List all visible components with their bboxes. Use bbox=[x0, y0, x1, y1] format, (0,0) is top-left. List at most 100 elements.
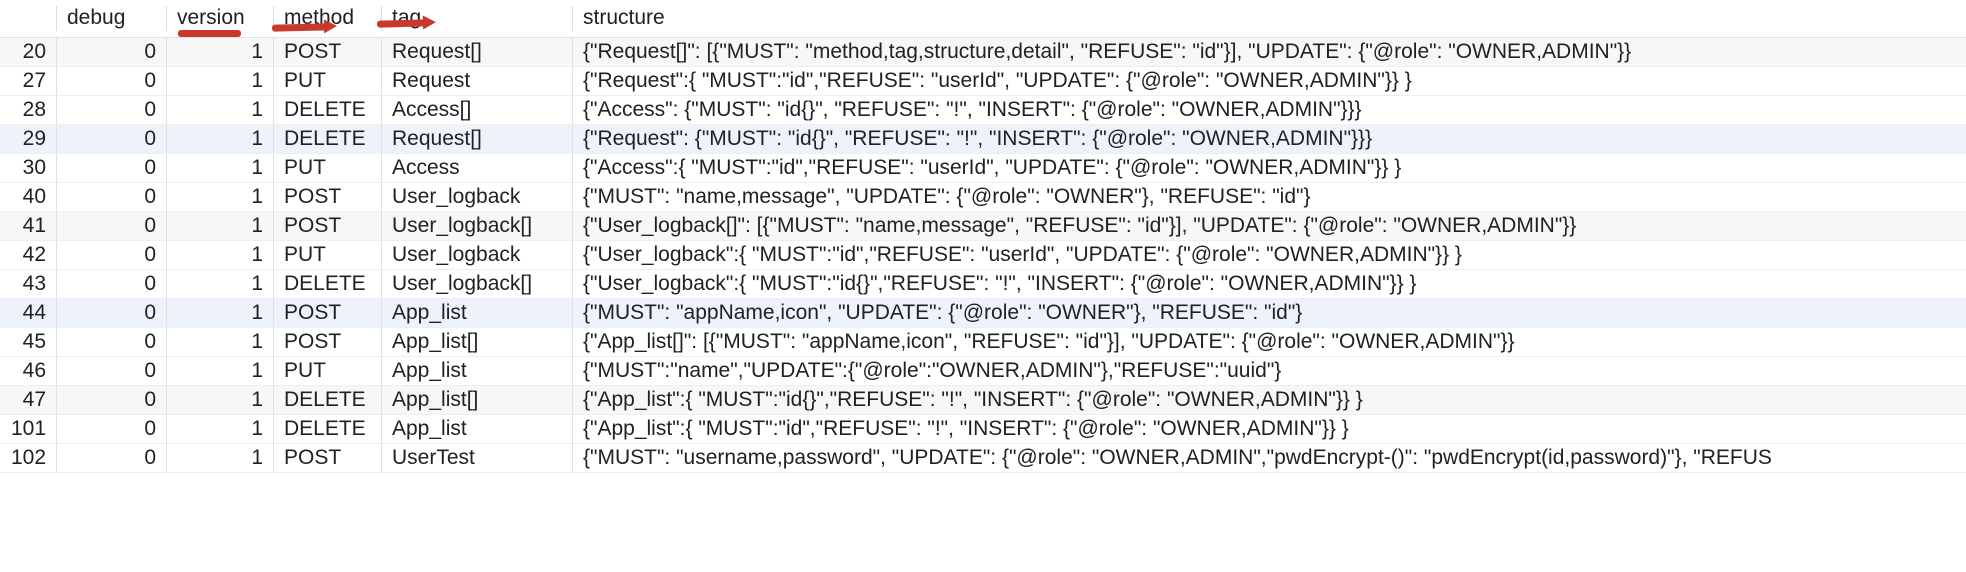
cell-method[interactable]: PUT bbox=[273, 356, 381, 386]
cell-tag[interactable]: User_logback bbox=[381, 182, 572, 212]
cell-structure[interactable]: {"MUST": "name,message", "UPDATE": {"@ro… bbox=[572, 182, 1966, 212]
cell-method[interactable]: DELETE bbox=[273, 414, 381, 444]
cell-structure[interactable]: {"Request":{ "MUST":"id","REFUSE": "user… bbox=[572, 66, 1966, 96]
cell-structure[interactable]: {"User_logback[]": [{"MUST": "name,messa… bbox=[572, 211, 1966, 241]
cell-id[interactable]: 28 bbox=[0, 95, 56, 125]
cell-debug[interactable]: 0 bbox=[56, 443, 166, 473]
cell-id[interactable]: 20 bbox=[0, 37, 56, 67]
cell-structure[interactable]: {"Access":{ "MUST":"id","REFUSE": "userI… bbox=[572, 153, 1966, 183]
cell-method[interactable]: DELETE bbox=[273, 95, 381, 125]
cell-method[interactable]: POST bbox=[273, 443, 381, 473]
cell-structure[interactable]: {"MUST": "appName,icon", "UPDATE": {"@ro… bbox=[572, 298, 1966, 328]
cell-id[interactable]: 46 bbox=[0, 356, 56, 386]
cell-structure[interactable]: {"MUST": "username,password", "UPDATE": … bbox=[572, 443, 1966, 473]
cell-id[interactable]: 47 bbox=[0, 385, 56, 415]
cell-version[interactable]: 1 bbox=[166, 211, 273, 241]
cell-version[interactable]: 1 bbox=[166, 327, 273, 357]
column-header-version[interactable]: version bbox=[166, 0, 273, 38]
cell-id[interactable]: 102 bbox=[0, 443, 56, 473]
cell-id[interactable]: 41 bbox=[0, 211, 56, 241]
cell-structure[interactable]: {"App_list[]": [{"MUST": "appName,icon",… bbox=[572, 327, 1966, 357]
cell-version[interactable]: 1 bbox=[166, 298, 273, 328]
cell-id[interactable]: 29 bbox=[0, 124, 56, 154]
cell-version[interactable]: 1 bbox=[166, 414, 273, 444]
cell-debug[interactable]: 0 bbox=[56, 95, 166, 125]
cell-tag[interactable]: App_list[] bbox=[381, 385, 572, 415]
cell-method[interactable]: POST bbox=[273, 37, 381, 67]
cell-id[interactable]: 42 bbox=[0, 240, 56, 270]
cell-tag[interactable]: User_logback[] bbox=[381, 211, 572, 241]
cell-version[interactable]: 1 bbox=[166, 385, 273, 415]
cell-tag[interactable]: App_list[] bbox=[381, 327, 572, 357]
cell-method[interactable]: PUT bbox=[273, 240, 381, 270]
cell-structure[interactable]: {"App_list":{ "MUST":"id{}","REFUSE": "!… bbox=[572, 385, 1966, 415]
cell-debug[interactable]: 0 bbox=[56, 182, 166, 212]
column-header-structure[interactable]: structure bbox=[572, 0, 1966, 38]
cell-version[interactable]: 1 bbox=[166, 182, 273, 212]
cell-tag[interactable]: User_logback[] bbox=[381, 269, 572, 299]
cell-tag[interactable]: App_list bbox=[381, 298, 572, 328]
cell-debug[interactable]: 0 bbox=[56, 124, 166, 154]
cell-tag[interactable]: App_list bbox=[381, 356, 572, 386]
cell-structure[interactable]: {"User_logback":{ "MUST":"id{}","REFUSE"… bbox=[572, 269, 1966, 299]
cell-version[interactable]: 1 bbox=[166, 153, 273, 183]
cell-debug[interactable]: 0 bbox=[56, 385, 166, 415]
cell-debug[interactable]: 0 bbox=[56, 327, 166, 357]
cell-debug[interactable]: 0 bbox=[56, 356, 166, 386]
cell-version[interactable]: 1 bbox=[166, 124, 273, 154]
cell-debug[interactable]: 0 bbox=[56, 153, 166, 183]
column-header-debug[interactable]: debug bbox=[56, 0, 166, 38]
cell-id[interactable]: 101 bbox=[0, 414, 56, 444]
cell-tag[interactable]: Access bbox=[381, 153, 572, 183]
cell-id[interactable]: 30 bbox=[0, 153, 56, 183]
cell-id[interactable]: 44 bbox=[0, 298, 56, 328]
cell-tag[interactable]: User_logback bbox=[381, 240, 572, 270]
cell-debug[interactable]: 0 bbox=[56, 211, 166, 241]
cell-version[interactable]: 1 bbox=[166, 66, 273, 96]
cell-version[interactable]: 1 bbox=[166, 240, 273, 270]
cell-structure[interactable]: {"App_list":{ "MUST":"id","REFUSE": "!",… bbox=[572, 414, 1966, 444]
cell-method[interactable]: POST bbox=[273, 298, 381, 328]
cell-debug[interactable]: 0 bbox=[56, 37, 166, 67]
cell-structure[interactable]: {"User_logback":{ "MUST":"id","REFUSE": … bbox=[572, 240, 1966, 270]
cell-version[interactable]: 1 bbox=[166, 37, 273, 67]
cell-tag[interactable]: UserTest bbox=[381, 443, 572, 473]
cell-tag[interactable]: Access[] bbox=[381, 95, 572, 125]
cell-tag[interactable]: Request[] bbox=[381, 37, 572, 67]
cell-method[interactable]: POST bbox=[273, 182, 381, 212]
cell-id[interactable]: 45 bbox=[0, 327, 56, 357]
cell-tag[interactable]: App_list bbox=[381, 414, 572, 444]
cell-id[interactable]: 27 bbox=[0, 66, 56, 96]
cell-method[interactable]: DELETE bbox=[273, 385, 381, 415]
cell-debug[interactable]: 0 bbox=[56, 269, 166, 299]
cell-method[interactable]: DELETE bbox=[273, 124, 381, 154]
cell-version[interactable]: 1 bbox=[166, 95, 273, 125]
column-header-tag[interactable]: tag bbox=[381, 0, 572, 38]
column-header-method[interactable]: method bbox=[273, 0, 381, 38]
cell-version[interactable]: 1 bbox=[166, 356, 273, 386]
cell-method[interactable]: PUT bbox=[273, 153, 381, 183]
cell-structure[interactable]: {"Request": {"MUST": "id{}", "REFUSE": "… bbox=[572, 124, 1966, 154]
column-header-id[interactable] bbox=[0, 0, 56, 38]
cell-tag[interactable]: Request[] bbox=[381, 124, 572, 154]
cell-method[interactable]: PUT bbox=[273, 66, 381, 96]
cell-version[interactable]: 1 bbox=[166, 269, 273, 299]
cell-id[interactable]: 43 bbox=[0, 269, 56, 299]
cell-debug[interactable]: 0 bbox=[56, 66, 166, 96]
cell-method[interactable]: POST bbox=[273, 327, 381, 357]
cell-method[interactable]: DELETE bbox=[273, 269, 381, 299]
cell-tag[interactable]: Request bbox=[381, 66, 572, 96]
cell-id[interactable]: 40 bbox=[0, 182, 56, 212]
